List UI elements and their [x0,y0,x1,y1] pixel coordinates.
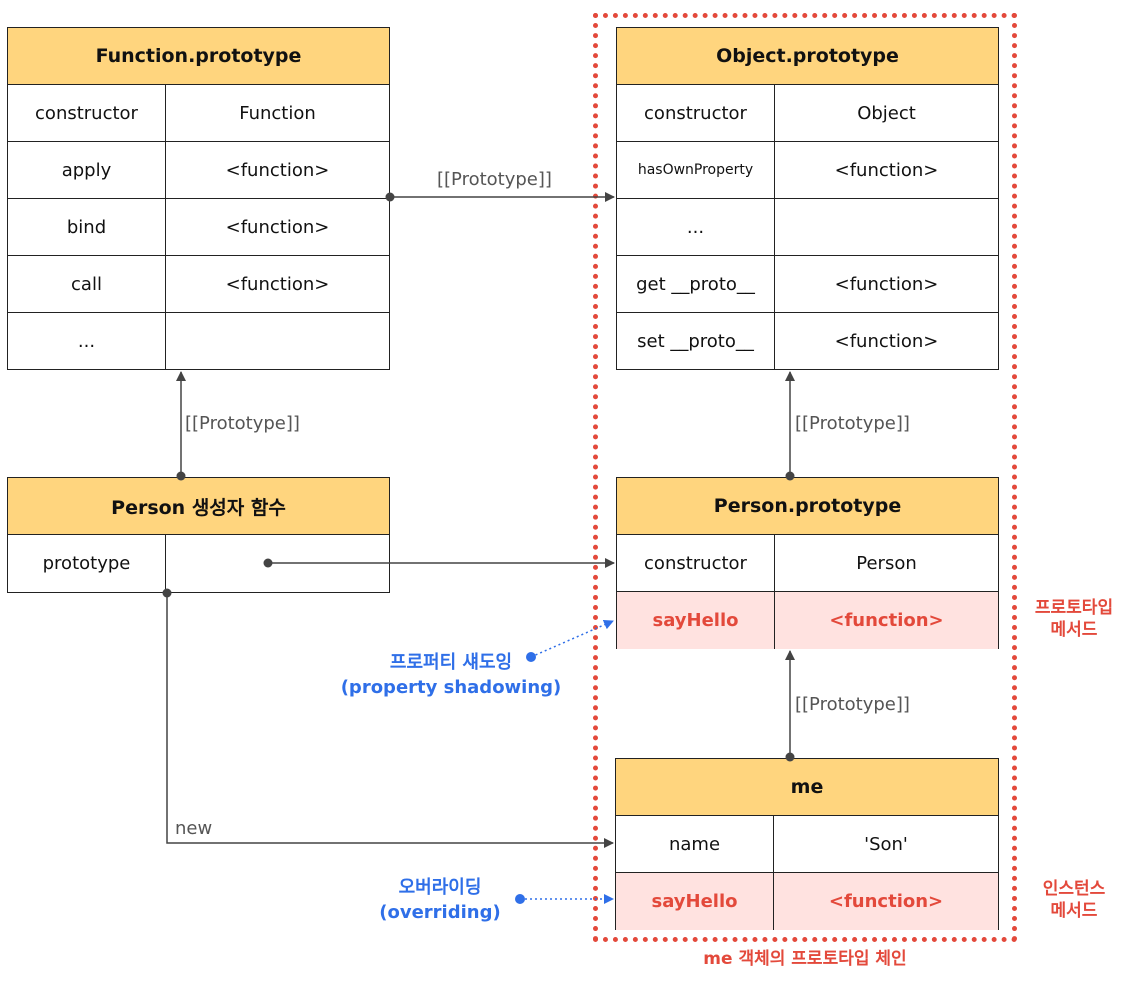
property-key: ... [617,199,775,255]
function-prototype-title: Function.prototype [8,28,389,85]
instance-method-note: 인스턴스 메서드 [1026,878,1122,922]
overriding-note-en: (overriding) [379,902,501,923]
prototype-link-label: [[Prototype]] [437,169,552,190]
property-key: set __proto__ [617,313,775,370]
person-constructor-title: Person 생성자 함수 [8,478,389,535]
link-origin-dot [785,471,795,481]
table-row: ... [617,199,998,256]
link-origin-dot [785,752,795,762]
prototype-chain-caption: me 객체의 프로토타입 체인 [703,949,907,969]
person-prototype-table: Person.prototype constructor Person sayHe… [616,477,999,649]
table-row: hasOwnProperty <function> [617,142,998,199]
property-key: hasOwnProperty [617,142,775,198]
table-row: sayHello <function> [616,873,998,930]
property-value: <function> [829,610,944,631]
property-value: <function> [834,273,939,295]
property-value: Person [856,552,917,574]
property-key: sayHello [616,873,774,930]
property-value: Object [857,102,916,124]
instance-method-note-line1: 인스턴스 [1042,879,1106,899]
prototype-method-note-line1: 프로토타입 [1034,598,1114,618]
table-row: constructor Object [617,85,998,142]
property-key: constructor [617,535,775,591]
table-row: name 'Son' [616,816,998,873]
property-key: name [616,816,774,872]
property-key: call [8,256,166,312]
property-value: <function> [225,216,330,238]
function-prototype-table: Function.prototype constructor Function a… [7,27,390,370]
shadowing-note: 프로퍼티 섀도잉 (property shadowing) [336,650,566,700]
object-prototype-table: Object.prototype constructor Object hasOw… [616,27,999,370]
table-row: constructor Function [8,85,389,142]
link-origin-dot [385,192,395,202]
me-object-table: me name 'Son' sayHello <function> [615,758,999,930]
property-key: constructor [617,85,775,141]
link-origin-dot [263,558,273,568]
prototype-method-note: 프로토타입 메서드 [1026,597,1122,641]
property-value: <function> [834,159,939,181]
person-prototype-title: Person.prototype [617,478,998,535]
property-value: <function> [828,891,944,912]
table-row: ... [8,313,389,370]
shadowing-note-ko: 프로퍼티 섀도잉 [389,652,513,673]
table-row: sayHello <function> [617,592,998,649]
table-row: get __proto__ <function> [617,256,998,313]
person-constructor-table: Person 생성자 함수 prototype [7,477,390,593]
table-row: call <function> [8,256,389,313]
property-key: constructor [8,85,166,141]
property-value: <function> [834,331,939,352]
overriding-dot [515,894,525,904]
prototype-chain-frame [593,13,1017,942]
property-key: prototype [8,535,166,592]
object-prototype-title: Object.prototype [617,28,998,85]
table-row: prototype [8,535,389,592]
me-object-title: me [616,759,998,816]
table-row: bind <function> [8,199,389,256]
overriding-note-ko: 오버라이딩 [398,877,482,898]
link-origin-dot [176,471,186,481]
shadowing-dot [526,652,536,662]
overriding-note: 오버라이딩 (overriding) [370,875,510,925]
property-key: ... [8,313,166,370]
property-value: <function> [225,159,330,181]
shadowing-note-en: (property shadowing) [340,677,562,698]
new-label: new [175,818,213,839]
link-origin-dot [162,588,172,598]
table-row: apply <function> [8,142,389,199]
new-instance-link [166,593,614,848]
property-key: sayHello [617,592,775,649]
prototype-link-label: [[Prototype]] [185,413,300,434]
property-value: <function> [225,273,330,295]
property-key: bind [8,199,166,255]
prototype-link-label: [[Prototype]] [795,694,910,715]
prototype-link-label: [[Prototype]] [795,413,910,434]
table-row: constructor Person [617,535,998,592]
property-key: apply [8,142,166,198]
property-value: Function [239,102,316,124]
instance-method-note-line2: 메서드 [1050,901,1098,921]
prototype-method-note-line2: 메서드 [1050,620,1098,640]
table-row: set __proto__ <function> [617,313,998,370]
property-key: get __proto__ [617,256,775,312]
property-value: 'Son' [864,833,908,855]
